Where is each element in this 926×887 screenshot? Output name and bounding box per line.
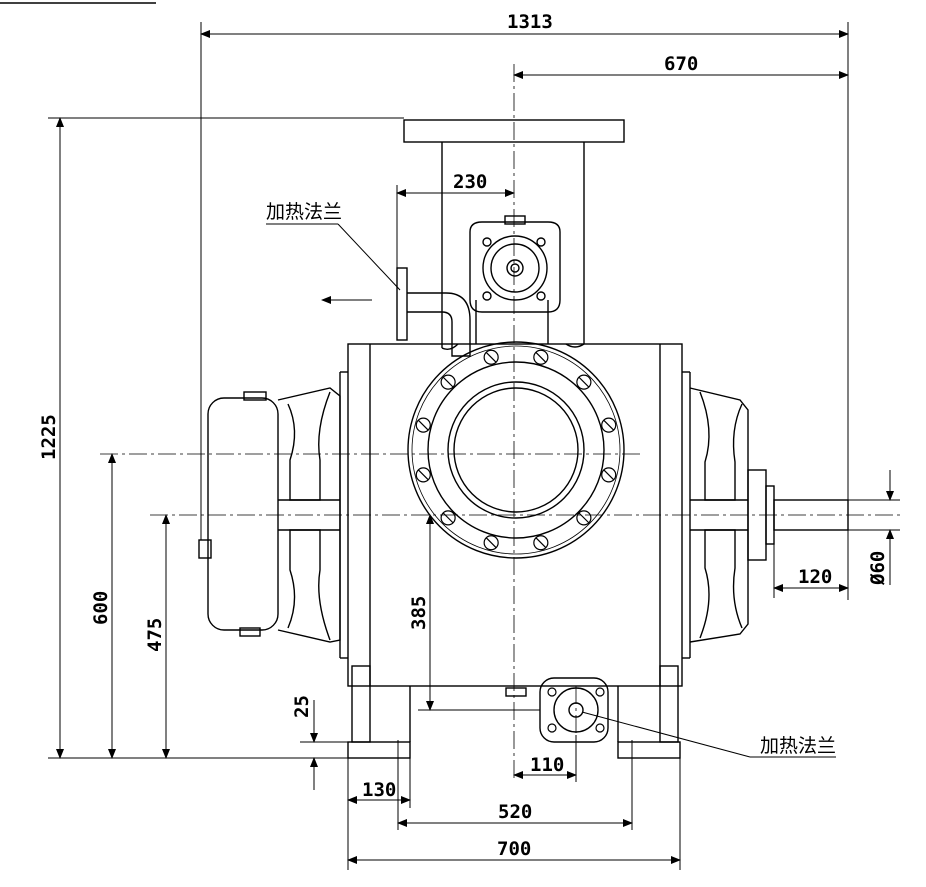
dimension-lines [48,22,900,870]
bolt-hole [440,510,456,526]
drain-bolt-hole [547,723,557,733]
bolt-hole [415,417,431,433]
dim-foot-width: 130 [362,779,396,801]
dim-foot-thickness: 25 [291,695,313,718]
dim-shaft-diameter: Ø60 [867,551,889,586]
bolt-hole-mark [485,351,497,363]
bolt-hole-mark [578,376,590,388]
dim-overall-length: 1313 [507,11,553,33]
dim-shaft-height: 600 [90,591,112,625]
drain-bolt-hole [547,687,557,697]
dim-drain-offset: 110 [530,754,564,776]
dim-overall-height: 1225 [38,414,60,460]
pump-body [198,119,849,759]
bolt-hole [601,417,617,433]
bolt-hole [415,467,431,483]
dim-flange-to-shaft-end: 670 [664,53,698,75]
bolt-hole-mark [417,419,429,431]
label-heating-flange-top: 加热法兰 [266,201,342,223]
centerlines [100,64,900,780]
bolt-hole [576,374,592,390]
dim-outlet-offset: 230 [453,171,487,193]
drain-flange-bolt-holes [547,687,605,733]
bolt-hole-mark [603,469,615,481]
dim-base-width: 700 [497,838,531,860]
bolt-hole [533,349,549,365]
bolt-hole [440,374,456,390]
bolt-hole [483,349,499,365]
inlet-flange-bolt-holes [415,349,617,551]
bolt-hole-mark [485,537,497,549]
bolt-hole-mark [442,376,454,388]
bolt-hole-mark [535,351,547,363]
bolt-hole-mark [578,512,590,524]
dim-outlet-flange-height: 385 [408,596,430,630]
bolt-hole-mark [417,469,429,481]
label-heating-flange-bottom: 加热法兰 [760,735,836,757]
drain-bolt-hole [595,723,605,733]
bolt-hole-mark [603,419,615,431]
bolt-hole-mark [535,537,547,549]
drain-bolt-hole [595,687,605,697]
bolt-hole [533,535,549,551]
dim-shaft-length: 120 [798,566,832,588]
dim-inlet-height: 475 [144,618,166,652]
bolt-hole [601,467,617,483]
bolt-hole [483,535,499,551]
dim-bolt-spacing: 520 [498,801,532,823]
bolt-hole-mark [442,512,454,524]
bolt-hole [576,510,592,526]
